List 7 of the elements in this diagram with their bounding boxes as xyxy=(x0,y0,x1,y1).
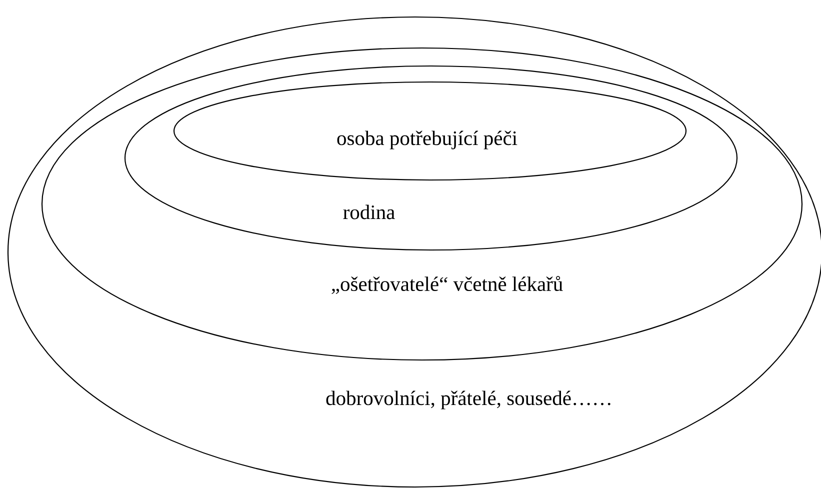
ring-ellipse xyxy=(124,65,738,251)
ring-ellipse xyxy=(41,47,803,361)
ring-label: rodina xyxy=(343,204,395,220)
ring-label: osoba potřebující péči xyxy=(337,130,518,150)
ring-ellipse xyxy=(173,81,687,181)
ring-label: „ošetřovatelé“ včetně lékařů xyxy=(332,276,563,294)
ring-label: dobrovolníci, přátelé, sousedé…… xyxy=(326,390,610,410)
